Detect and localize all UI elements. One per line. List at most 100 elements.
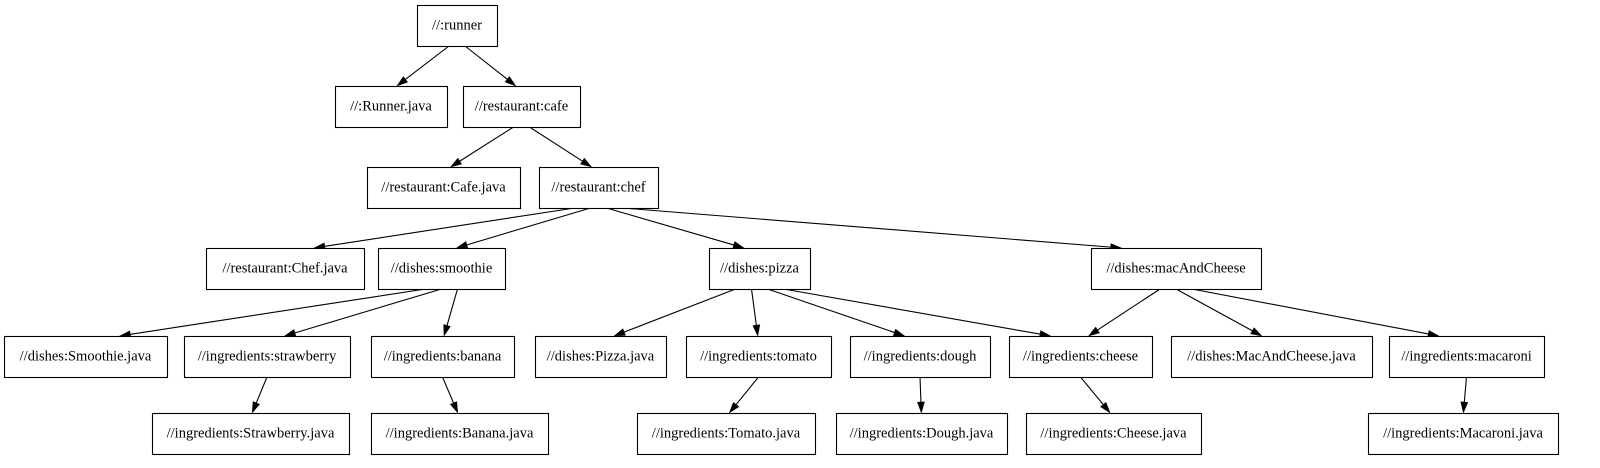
graph-node-chef[interactable]: //restaurant:chef: [538, 166, 660, 210]
node-box-dough[interactable]: [849, 335, 992, 379]
arrowhead-smoothie-to-banana: [443, 324, 451, 337]
node-box-runner_java[interactable]: [334, 85, 449, 129]
graph-node-runner[interactable]: //:runner: [416, 4, 499, 48]
graph-node-tomato_java[interactable]: //ingredients:Tomato.java: [636, 412, 817, 456]
node-box-cheese[interactable]: [1008, 335, 1154, 379]
edge-chef-to-smoothie: [466, 207, 591, 246]
node-label-strawberry: //ingredients:strawberry: [198, 348, 337, 364]
node-label-cheese: //ingredients:cheese: [1023, 348, 1138, 364]
graph-node-tomato[interactable]: //ingredients:tomato: [685, 335, 833, 379]
node-box-macandcheese_java[interactable]: [1170, 335, 1374, 379]
graph-node-smoothie[interactable]: //dishes:smoothie: [377, 247, 507, 291]
arrowhead-cafe-to-cafe_java: [449, 157, 463, 168]
node-label-macaroni_java: //ingredients:Macaroni.java: [1383, 425, 1543, 441]
node-label-tomato_java: //ingredients:Tomato.java: [652, 425, 801, 441]
graph-node-runner_java[interactable]: //:Runner.java: [334, 85, 449, 129]
edge-smoothie-to-smoothie_java: [130, 288, 426, 335]
edge-macandcheese-to-macandcheese_java: [1175, 288, 1253, 332]
node-box-chef[interactable]: [538, 166, 660, 210]
graph-node-macaroni[interactable]: //ingredients:macaroni: [1388, 335, 1546, 379]
graph-node-strawberry_java[interactable]: //ingredients:Strawberry.java: [151, 412, 351, 456]
edge-runner-to-runner_java: [405, 45, 450, 80]
graph-node-chef_java[interactable]: //restaurant:Chef.java: [205, 247, 366, 291]
arrowhead-banana-to-banana_java: [449, 401, 459, 414]
node-label-pizza_java: //dishes:Pizza.java: [547, 348, 655, 364]
node-box-macandcheese[interactable]: [1090, 247, 1263, 291]
node-box-strawberry_java[interactable]: [151, 412, 351, 456]
graph-node-cheese[interactable]: //ingredients:cheese: [1008, 335, 1154, 379]
graph-node-pizza_java[interactable]: //dishes:Pizza.java: [534, 335, 668, 379]
node-box-smoothie[interactable]: [377, 247, 507, 291]
node-box-chef_java[interactable]: [205, 247, 366, 291]
node-box-tomato_java[interactable]: [636, 412, 817, 456]
arrowhead-strawberry-to-strawberry_java: [251, 401, 261, 414]
node-label-macandcheese_java: //dishes:MacAndCheese.java: [1187, 348, 1356, 364]
node-box-macaroni_java[interactable]: [1367, 412, 1560, 456]
graph-node-cafe[interactable]: //restaurant:cafe: [462, 85, 582, 129]
graph-node-strawberry[interactable]: //ingredients:strawberry: [183, 335, 352, 379]
graph-node-cafe_java[interactable]: //restaurant:Cafe.java: [366, 166, 522, 210]
graph-node-banana_java[interactable]: //ingredients:Banana.java: [370, 412, 550, 456]
edge-pizza-to-tomato: [750, 288, 757, 326]
node-box-cafe[interactable]: [462, 85, 582, 129]
edge-macandcheese-to-macaroni: [1191, 288, 1429, 335]
edge-macaroni-to-macaroni_java: [1463, 376, 1468, 403]
node-box-pizza[interactable]: [708, 247, 812, 291]
arrowhead-pizza-to-pizza_java: [613, 328, 626, 337]
node-box-banana_java[interactable]: [370, 412, 550, 456]
edge-layer: [118, 45, 1469, 414]
edge-chef-to-pizza: [606, 207, 734, 246]
node-label-macaroni: //ingredients:macaroni: [1401, 348, 1531, 364]
graph-node-dough[interactable]: //ingredients:dough: [849, 335, 992, 379]
node-box-cafe_java[interactable]: [366, 166, 522, 210]
node-box-tomato[interactable]: [685, 335, 833, 379]
node-box-strawberry[interactable]: [183, 335, 352, 379]
arrowhead-macandcheese-to-macandcheese_java: [1250, 327, 1263, 337]
edge-smoothie-to-strawberry: [294, 288, 442, 334]
arrowhead-chef-to-pizza: [732, 241, 745, 249]
node-label-smoothie_java: //dishes:Smoothie.java: [20, 348, 152, 364]
node-label-banana: //ingredients:banana: [384, 348, 502, 364]
graph-node-pizza[interactable]: //dishes:pizza: [708, 247, 812, 291]
node-label-cafe: //restaurant:cafe: [475, 98, 568, 114]
edge-macandcheese-to-cheese: [1097, 288, 1161, 331]
node-box-macaroni[interactable]: [1388, 335, 1546, 379]
graph-node-macandcheese_java[interactable]: //dishes:MacAndCheese.java: [1170, 335, 1374, 379]
arrowhead-macaroni-to-macaroni_java: [1460, 401, 1469, 414]
node-box-banana[interactable]: [370, 335, 516, 379]
graph-node-smoothie_java[interactable]: //dishes:Smoothie.java: [3, 335, 169, 379]
node-box-pizza_java[interactable]: [534, 335, 668, 379]
node-label-smoothie: //dishes:smoothie: [391, 260, 493, 276]
node-label-chef_java: //restaurant:Chef.java: [222, 260, 348, 276]
arrowhead-smoothie-to-strawberry: [283, 329, 297, 337]
graph-node-banana[interactable]: //ingredients:banana: [370, 335, 516, 379]
arrowhead-macandcheese-to-cheese: [1087, 326, 1100, 337]
arrowhead-cheese-to-cheese_java: [1100, 401, 1111, 414]
graph-node-macaroni_java[interactable]: //ingredients:Macaroni.java: [1367, 412, 1560, 456]
arrowhead-runner-to-runner_java: [396, 76, 409, 87]
node-label-chef: //restaurant:chef: [551, 179, 645, 195]
arrowhead-chef-to-smoothie: [455, 241, 469, 249]
node-layer: //:runner //:Runner.java //restaurant:cafe…: [3, 4, 1560, 456]
node-label-cafe_java: //restaurant:Cafe.java: [381, 179, 506, 195]
edge-cafe-to-chef: [529, 126, 583, 162]
arrowhead-pizza-to-dough: [892, 328, 906, 337]
graph-node-macandcheese[interactable]: //dishes:macAndCheese: [1090, 247, 1263, 291]
node-label-dough_java: //ingredients:Dough.java: [850, 425, 994, 441]
arrowhead-runner-to-cafe: [504, 76, 517, 87]
node-box-cheese_java[interactable]: [1025, 412, 1203, 456]
graph-node-cheese_java[interactable]: //ingredients:Cheese.java: [1025, 412, 1203, 456]
edge-pizza-to-pizza_java: [624, 288, 736, 333]
edge-cheese-to-cheese_java: [1080, 376, 1104, 405]
graph-node-dough_java[interactable]: //ingredients:Dough.java: [835, 412, 1009, 456]
node-label-dough: //ingredients:dough: [864, 348, 978, 364]
arrowhead-pizza-to-tomato: [752, 324, 761, 337]
edge-chef-to-chef_java: [324, 207, 575, 247]
node-label-runner: //:runner: [432, 17, 482, 33]
node-box-dough_java[interactable]: [835, 412, 1009, 456]
edge-banana-to-banana_java: [441, 376, 455, 404]
node-box-runner[interactable]: [416, 4, 499, 48]
node-box-smoothie_java[interactable]: [3, 335, 169, 379]
